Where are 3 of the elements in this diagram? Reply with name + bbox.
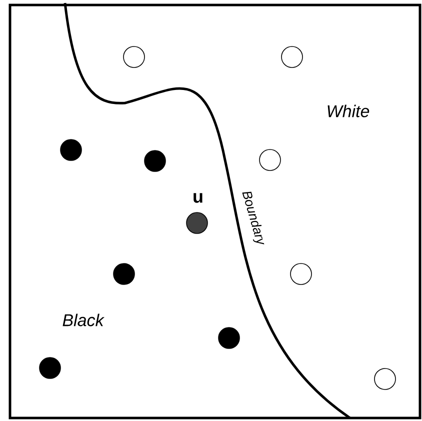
label: u: [194, 193, 202, 203]
label: Black: [62, 314, 104, 326]
label: White: [328, 104, 370, 118]
